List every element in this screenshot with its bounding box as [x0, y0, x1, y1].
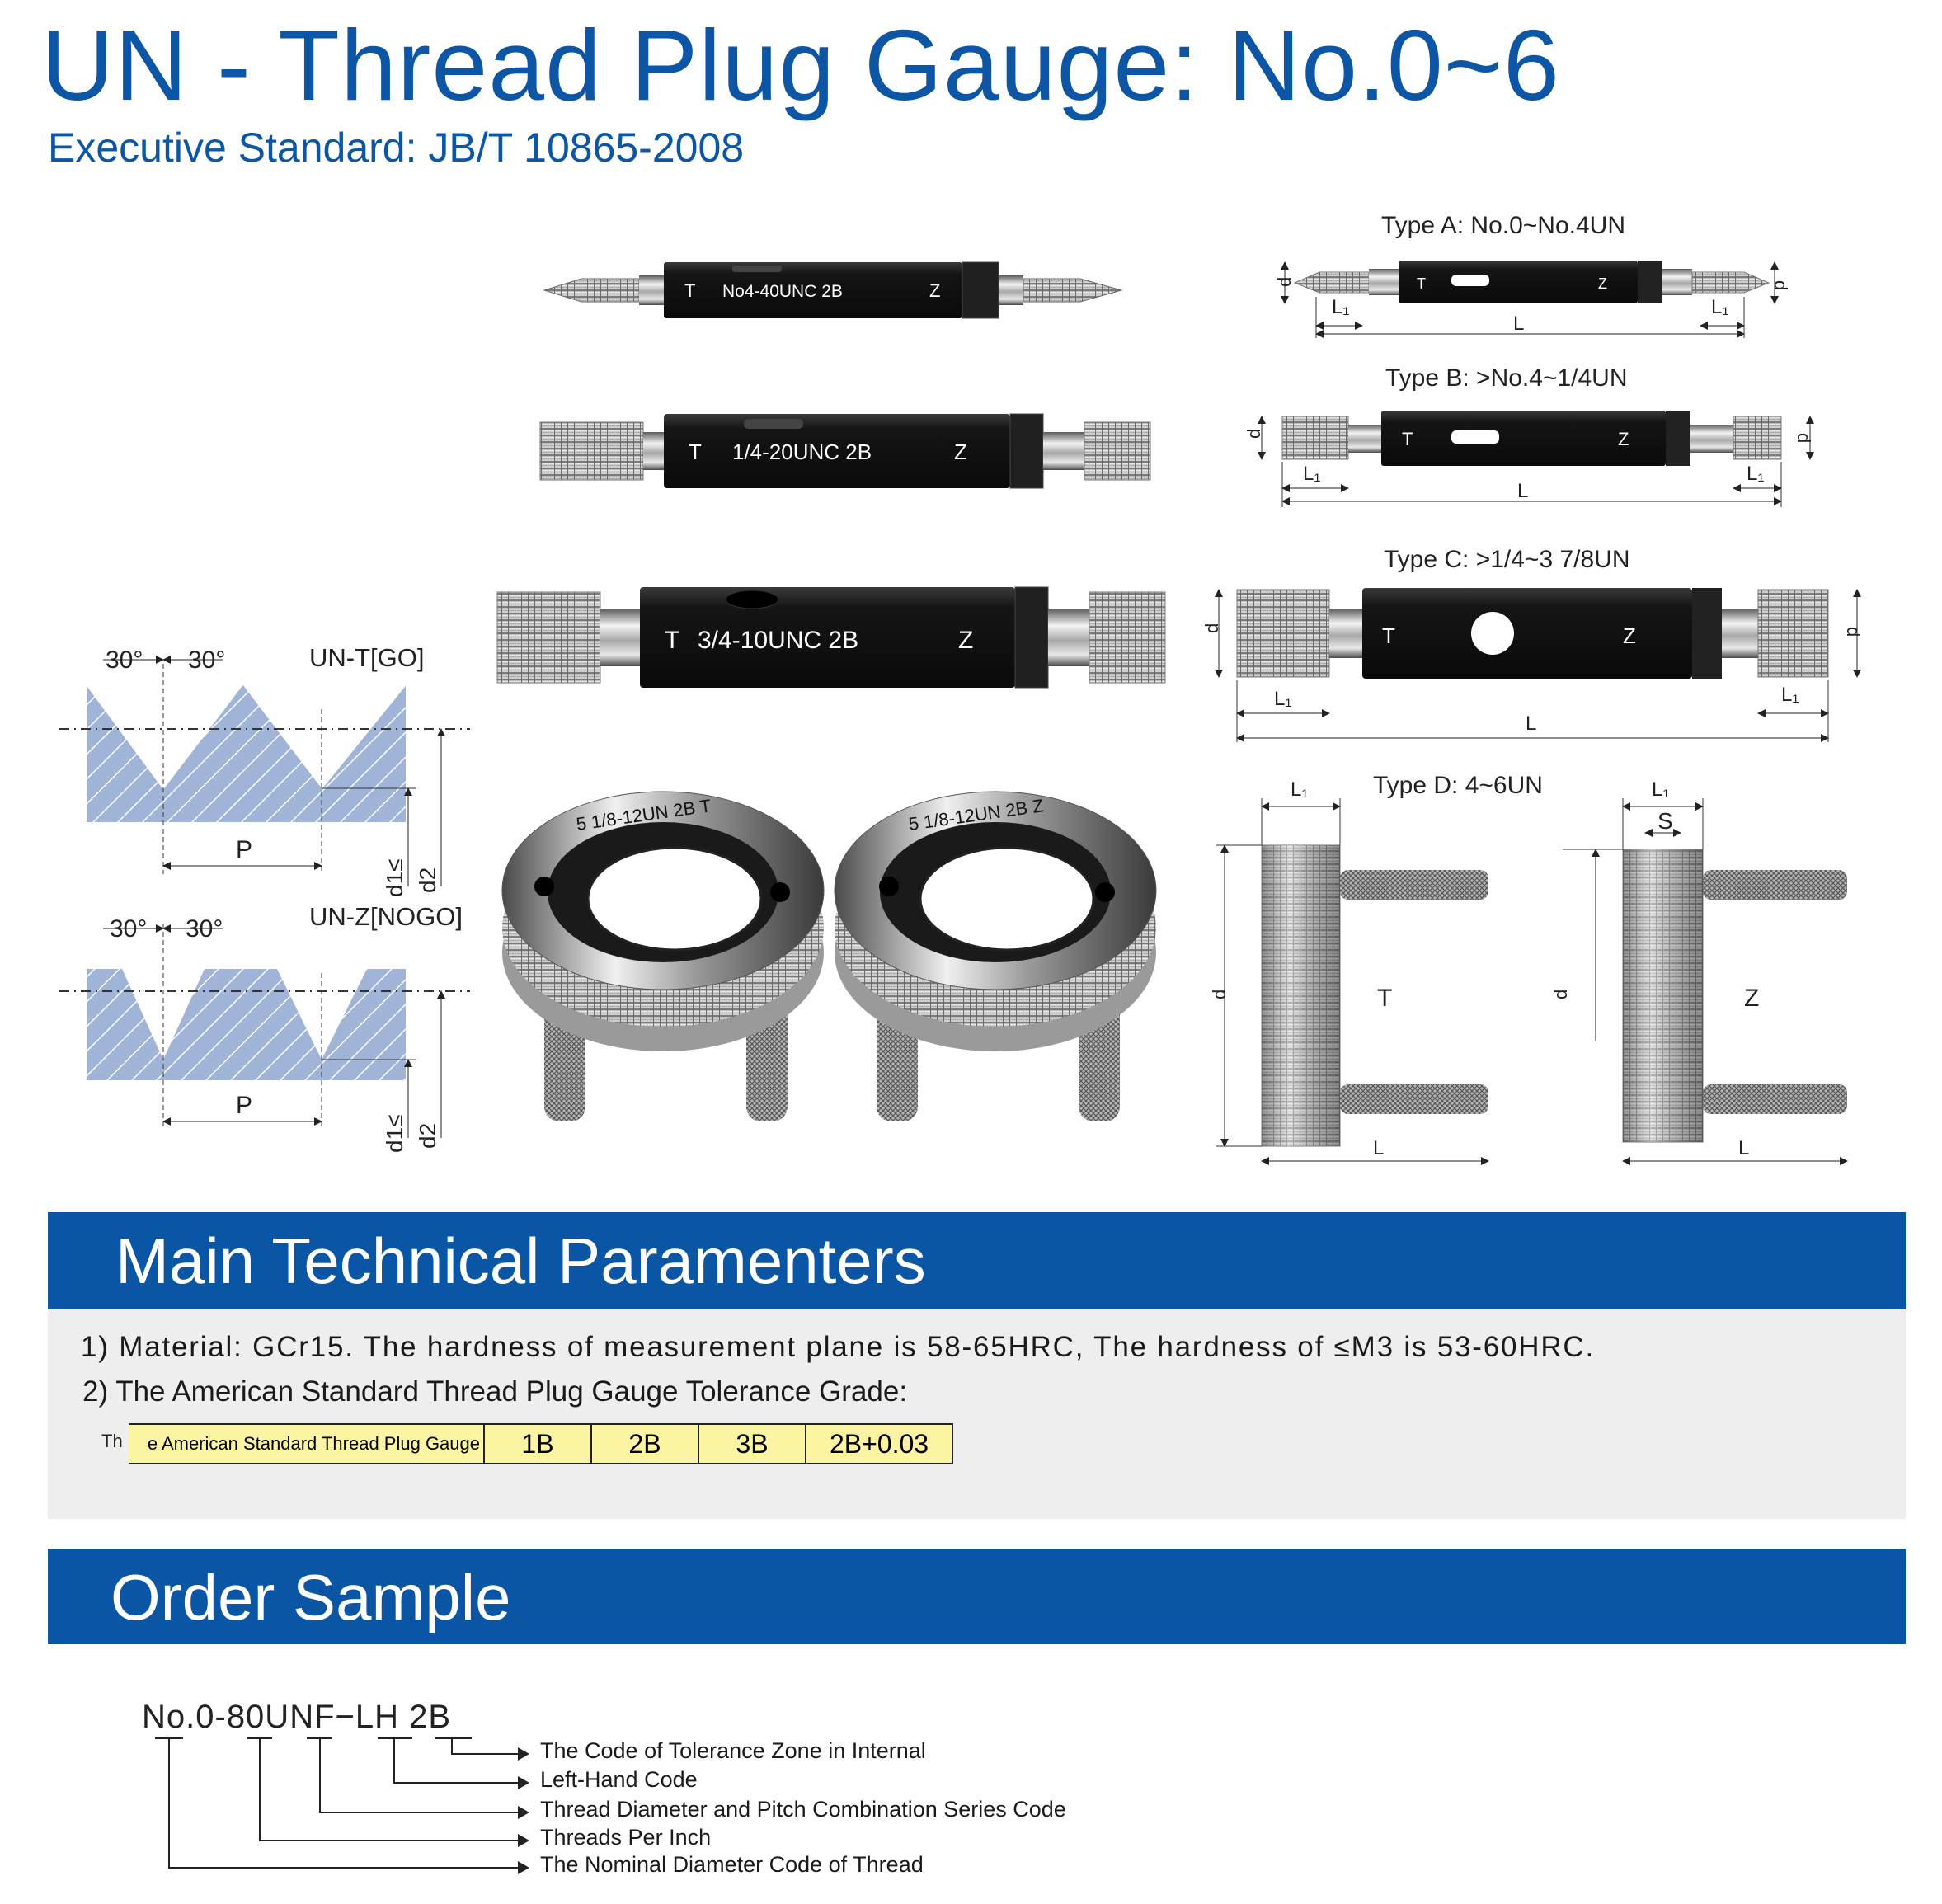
gauge-go-mark: T	[665, 627, 679, 654]
section-title: Order Sample	[111, 1561, 511, 1634]
dim-d: d	[1274, 277, 1295, 287]
params-panel: 1) Material: GCr15. The hardness of meas…	[48, 1309, 1906, 1519]
nogo-mark: Z	[1623, 623, 1636, 648]
tolerance-grade: 1B	[484, 1423, 592, 1464]
profile-go-label: UN-T[GO]	[309, 643, 425, 672]
dim-d2: d2	[415, 1123, 440, 1149]
go-mark: T	[1417, 275, 1426, 292]
order-legend-item: The Nominal Diameter Code of Thread	[540, 1852, 924, 1877]
order-legend-item: Threads Per Inch	[540, 1825, 712, 1850]
dim-l1: L₁	[1747, 463, 1764, 485]
nogo-mark: Z	[1744, 985, 1759, 1012]
angle-label: 30°	[106, 646, 143, 674]
param-material: 1) Material: GCr15. The hardness of meas…	[81, 1331, 1596, 1363]
gauge-3-4-10unc: T 3/4-10UNC 2B Z	[496, 586, 1166, 689]
angle-label: 30°	[186, 915, 223, 943]
dim-l1: L₁	[1274, 688, 1291, 710]
page-subtitle: Executive Standard: JB/T 10865-2008	[48, 125, 745, 171]
dim-d2: d2	[415, 867, 440, 893]
gauge-nogo-mark: Z	[929, 280, 940, 301]
nogo-mark: Z	[1598, 275, 1607, 292]
order-legend-item: Thread Diameter and Pitch Combination Se…	[540, 1797, 1066, 1822]
type-a-label: Type A: No.0~No.4UN	[1381, 212, 1625, 239]
gauge-no4-40unc: T No4-40UNC 2B Z	[543, 261, 1123, 319]
dim-l: L	[1526, 712, 1536, 735]
dim-l1: L₁	[1781, 684, 1799, 706]
gauge-1-4-20unc: T 1/4-20UNC 2B Z	[539, 413, 1151, 489]
dim-l: L	[1513, 313, 1524, 335]
profile-go: UN-T[GO] 30° 30° P d1≤ d2	[59, 643, 470, 897]
go-mark: T	[1402, 429, 1413, 449]
dim-d: d	[1794, 433, 1814, 443]
gauge-nogo-mark: Z	[958, 627, 973, 654]
order-legend-item: Left-Hand Code	[540, 1767, 698, 1792]
dim-d1: d1≤	[382, 858, 407, 897]
dim-d: d	[1201, 623, 1222, 633]
type-d-label: Type D: 4~6UN	[1373, 772, 1543, 799]
gauge-label: No4-40UNC 2B	[722, 282, 843, 301]
ring-gauge-go: 5 1/8-12UN 2B T	[501, 791, 825, 1121]
type-c-drawing: Type C: >1/4~3 7/8UN T Z L₁ L₁ L d d	[1201, 546, 1864, 742]
tolerance-table: e American Standard Thread Plug Gauge 1B…	[129, 1423, 953, 1464]
dim-l1: L₁	[1332, 296, 1349, 318]
section-header-order: Order Sample	[48, 1549, 1906, 1644]
dim-l1: L₁	[1291, 778, 1308, 801]
page-title: UN - Thread Plug Gauge: No.0~6	[41, 9, 1560, 121]
angle-label: 30°	[110, 915, 147, 943]
gauge-label: 3/4-10UNC 2B	[698, 627, 858, 654]
section-title: Main Technical Paramenters	[115, 1225, 926, 1297]
tolerance-grade: 2B+0.03	[806, 1423, 953, 1464]
gauge-label: 1/4-20UNC 2B	[732, 440, 872, 464]
type-b-drawing: Type B: >No.4~1/4UN T Z L₁ L₁ L d d	[1244, 364, 1814, 507]
profile-nogo: UN-Z[NOGO] 30° 30° P d1≤ d2	[59, 902, 470, 1153]
type-b-label: Type B: >No.4~1/4UN	[1385, 364, 1628, 392]
order-code: No.0-80UNF−LH 2B	[142, 1699, 452, 1735]
dim-d: d	[1550, 990, 1571, 999]
gauge-nogo-mark: Z	[954, 440, 967, 464]
go-mark: T	[1377, 985, 1392, 1012]
dim-l: L	[1517, 480, 1528, 502]
dim-l: L	[1738, 1137, 1749, 1159]
ring-gauge-nogo: 5 1/8-12UN 2B Z	[834, 791, 1157, 1121]
dim-d: d	[1244, 429, 1264, 439]
type-d-drawing: Type D: 4~6UN T L₁ L d Z L₁ S L d	[1209, 772, 1848, 1165]
dim-d: d	[1843, 627, 1864, 637]
dim-s: S	[1658, 808, 1673, 834]
type-a-drawing: Type A: No.0~No.4UN T Z L₁ L₁ L d d	[1274, 212, 1791, 338]
pitch-label: P	[236, 1092, 252, 1119]
section-header-params: Main Technical Paramenters	[48, 1212, 1906, 1309]
pitch-label: P	[236, 836, 252, 863]
param-tolerance-intro: 2) The American Standard Thread Plug Gau…	[82, 1375, 908, 1408]
tolerance-row-label: e American Standard Thread Plug Gauge	[129, 1423, 485, 1464]
tolerance-grade: 3B	[698, 1423, 806, 1464]
dim-d1: d1≤	[382, 1114, 407, 1153]
order-diagram	[155, 1737, 529, 1874]
profile-nogo-label: UN-Z[NOGO]	[309, 902, 463, 931]
order-legend-item: The Code of Tolerance Zone in Internal	[540, 1738, 926, 1763]
tolerance-grade: 2B	[591, 1423, 699, 1464]
tolerance-label-prefix: Th	[101, 1431, 123, 1451]
dim-d: d	[1770, 280, 1791, 290]
dim-d: d	[1209, 990, 1230, 999]
dim-l1: L₁	[1652, 778, 1669, 801]
dim-l1: L₁	[1303, 463, 1320, 485]
go-mark: T	[1382, 623, 1395, 648]
nogo-mark: Z	[1618, 429, 1629, 449]
gauge-go-mark: T	[689, 440, 702, 464]
dim-l1: L₁	[1711, 296, 1728, 318]
dim-l: L	[1373, 1137, 1384, 1159]
illustration-panel: T No4-40UNC 2B Z T 1/4-20UNC 2B Z T 3/4-…	[59, 212, 1864, 1165]
gauge-go-mark: T	[684, 280, 695, 301]
type-c-label: Type C: >1/4~3 7/8UN	[1384, 546, 1630, 573]
angle-label: 30°	[188, 646, 225, 674]
